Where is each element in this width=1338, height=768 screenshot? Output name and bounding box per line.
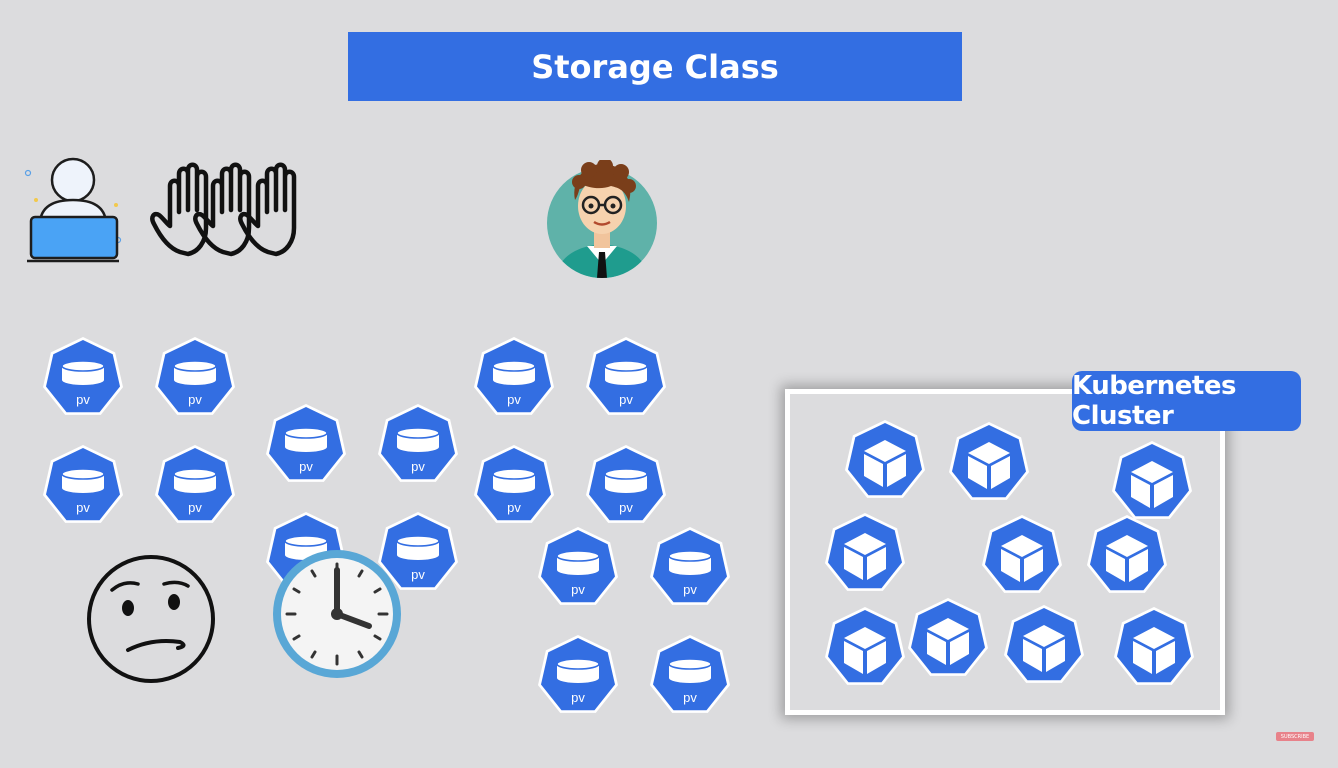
admin-avatar-icon	[547, 160, 657, 278]
pv-icon: pv	[155, 445, 235, 523]
pv-label: pv	[683, 582, 697, 597]
pv-label: pv	[188, 500, 202, 515]
pv-label: pv	[619, 500, 633, 515]
raised-hands-icon	[148, 160, 318, 260]
confused-face-icon	[87, 555, 215, 683]
pv-icon: pv	[155, 337, 235, 415]
pv-label: pv	[411, 567, 425, 582]
pv-icon: pv	[266, 404, 346, 482]
pv-label: pv	[76, 392, 90, 407]
pv-label: pv	[619, 392, 633, 407]
cluster-label: Kubernetes Cluster	[1072, 371, 1301, 431]
kubernetes-cluster-frame	[785, 389, 1225, 715]
pv-label: pv	[571, 582, 585, 597]
pv-icon: pv	[586, 337, 666, 415]
pv-icon: pv	[43, 445, 123, 523]
pv-icon: pv	[474, 337, 554, 415]
pv-label: pv	[188, 392, 202, 407]
pv-icon: pv	[650, 635, 730, 713]
pv-icon: pv	[474, 445, 554, 523]
pv-label: pv	[76, 500, 90, 515]
pv-icon: pv	[586, 445, 666, 523]
pv-label: pv	[507, 392, 521, 407]
clock-icon	[273, 550, 401, 678]
pv-label: pv	[683, 690, 697, 705]
pv-icon: pv	[378, 404, 458, 482]
pv-label: pv	[507, 500, 521, 515]
pv-label: pv	[571, 690, 585, 705]
pv-label: pv	[299, 459, 313, 474]
subscribe-button[interactable]: SUBSCRIBE	[1276, 732, 1314, 741]
pv-icon: pv	[650, 527, 730, 605]
developer-laptop-icon	[24, 157, 122, 263]
pv-label: pv	[411, 459, 425, 474]
pv-icon: pv	[538, 527, 618, 605]
pv-icon: pv	[538, 635, 618, 713]
page-title: Storage Class	[348, 32, 962, 101]
pv-icon: pv	[43, 337, 123, 415]
